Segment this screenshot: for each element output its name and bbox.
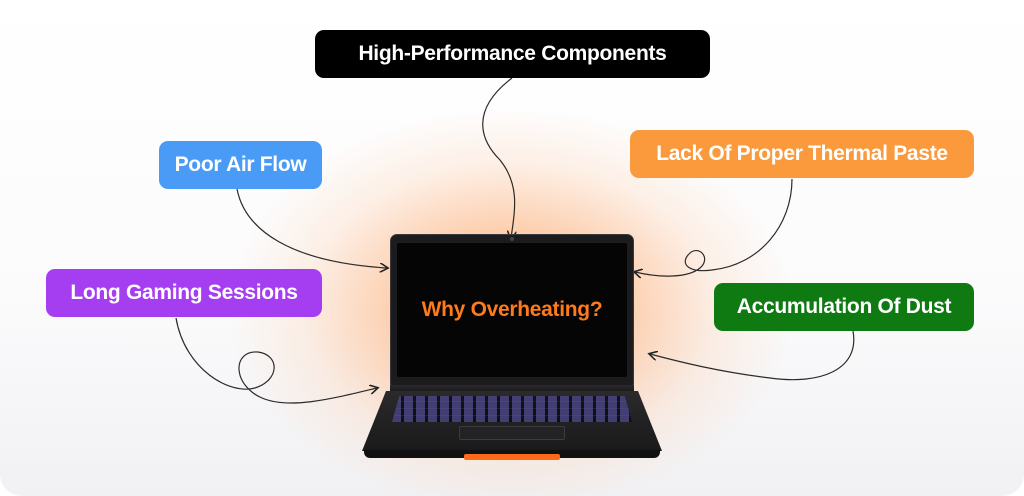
connector-thermal-paste bbox=[635, 178, 793, 276]
laptop-illustration: Why Overheating? bbox=[356, 228, 668, 468]
connector-gaming-sessions bbox=[175, 317, 377, 404]
keyboard-icon bbox=[392, 396, 632, 422]
laptop-accent-light bbox=[464, 454, 560, 460]
cause-poor-air-flow: Poor Air Flow bbox=[159, 141, 322, 189]
cause-high-performance-components: High-Performance Components bbox=[315, 30, 710, 78]
touchpad bbox=[459, 426, 565, 440]
connector-dust bbox=[650, 330, 855, 381]
laptop-lid: Why Overheating? bbox=[390, 234, 634, 386]
connector-high-performance bbox=[482, 77, 515, 238]
connector-poor-air-flow bbox=[236, 188, 387, 268]
cause-accumulation-of-dust: Accumulation Of Dust bbox=[714, 283, 974, 331]
cause-lack-of-thermal-paste: Lack Of Proper Thermal Paste bbox=[630, 130, 974, 178]
laptop-screen: Why Overheating? bbox=[397, 243, 627, 377]
cause-long-gaming-sessions: Long Gaming Sessions bbox=[46, 269, 322, 317]
center-question: Why Overheating? bbox=[421, 298, 603, 321]
laptop-hinge bbox=[390, 385, 634, 393]
webcam-icon bbox=[510, 237, 514, 241]
